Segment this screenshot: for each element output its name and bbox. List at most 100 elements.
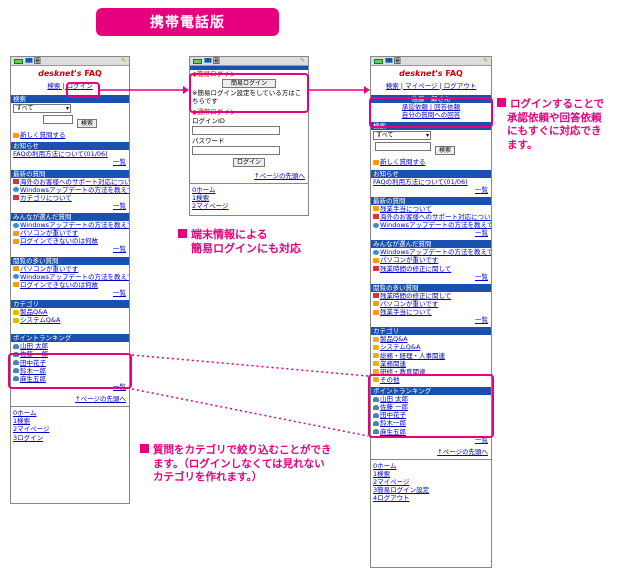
section-popular: みんなが選んだ質問 — [371, 240, 491, 249]
more-link[interactable]: 一覧 — [113, 158, 126, 167]
list-item[interactable]: パソコンが重いです — [371, 256, 491, 264]
category-item[interactable]: 研修・教育関連 — [371, 368, 491, 376]
bullet-square-icon — [497, 98, 506, 107]
keyword-input[interactable] — [375, 142, 431, 152]
ranking-item[interactable]: 山田 太郎 — [11, 342, 129, 350]
category-item[interactable]: システムQ&A — [371, 343, 491, 351]
new-question-link[interactable]: 新しく質問する — [11, 131, 129, 139]
category-item[interactable]: 総務・経理・人事関連 — [371, 352, 491, 360]
category-select[interactable]: すべて — [13, 104, 71, 114]
footer-search[interactable]: 1検索 — [373, 470, 391, 478]
category-select[interactable]: すべて — [373, 131, 431, 141]
easy-login-button[interactable]: 簡易ログイン — [221, 79, 276, 89]
user-icon — [373, 412, 379, 418]
keyword-input[interactable] — [43, 115, 73, 125]
header-links: 検索 | ログイン — [47, 82, 93, 90]
ranking-item[interactable]: 麻生五郎 — [11, 375, 129, 383]
category-item[interactable]: システムQ&A — [11, 316, 129, 324]
footer-mypage[interactable]: 2マイページ — [192, 202, 229, 211]
link-search[interactable]: 検索 — [47, 82, 61, 90]
category-item[interactable]: 業務関連 — [371, 360, 491, 368]
list-item[interactable]: パソコンが重いです — [371, 300, 491, 308]
ranking-item[interactable]: 麻生五郎 — [371, 428, 491, 436]
footer-easy-login-setting[interactable]: 3簡易ログイン設定 — [373, 486, 430, 495]
page-top-link[interactable]: ↑ページの先頭へ — [437, 447, 488, 456]
user-icon — [13, 343, 19, 349]
search-button[interactable]: 検索 — [435, 146, 456, 156]
footer-mypage[interactable]: 2マイページ — [13, 425, 50, 434]
ranking-item[interactable]: 田中花子 — [371, 411, 491, 419]
footer-home[interactable]: 0ホーム — [373, 461, 397, 470]
link-approval[interactable]: 承認依頼 — [401, 103, 428, 112]
list-item[interactable]: Windowsアップデートの方法を教えて — [11, 221, 129, 229]
list-item[interactable]: FAQの利用方法について(01/06) — [13, 150, 108, 159]
section-frequent: 閲覧の多い質問 — [371, 283, 491, 292]
ranking-item[interactable]: 山田 太郎 — [371, 395, 491, 403]
list-item[interactable]: Windowsアップデートの方法を教えて — [11, 273, 129, 281]
footer-logout[interactable]: 4ログアウト — [373, 494, 410, 503]
more-link[interactable]: 一覧 — [475, 435, 488, 444]
footer-search[interactable]: 1検索 — [192, 194, 210, 202]
link-mypage[interactable]: マイページ — [405, 82, 438, 90]
more-link[interactable]: 一覧 — [475, 316, 488, 325]
list-item[interactable]: パソコンが重いです — [11, 229, 129, 237]
phone-screen-login: ▮▮▮圏 ✎ ◆簡易ログイン 簡易ログイン ※簡易ログイン設定をしている方はこち… — [189, 56, 309, 216]
link-search[interactable]: 検索 — [385, 82, 399, 90]
footer-home[interactable]: 0ホーム — [13, 409, 37, 418]
link-logout[interactable]: ログアウト — [443, 82, 477, 90]
more-link[interactable]: 一覧 — [475, 272, 488, 281]
list-item[interactable]: 残業手当について — [371, 205, 491, 213]
list-item[interactable]: 海外のお客様へのサポート対応について — [371, 213, 491, 221]
login-button[interactable]: ログイン — [232, 157, 265, 167]
status-label: 圏 — [33, 56, 41, 65]
list-item[interactable]: FAQの利用方法について(01/06) — [373, 177, 468, 186]
more-link[interactable]: 一覧 — [113, 201, 126, 210]
ranking-item[interactable]: 佐藤 一郎 — [371, 403, 491, 411]
category-item[interactable]: 製品Q&A — [371, 335, 491, 343]
list-item[interactable]: パソコンが重いです — [11, 265, 129, 273]
ranking-item[interactable]: 鈴木一郎 — [11, 367, 129, 375]
list-item[interactable]: ログインできないのは何故 — [11, 237, 129, 245]
list-item[interactable]: Windowsアップデートの方法を教えて — [371, 248, 491, 256]
ranking-item[interactable]: 鈴木一郎 — [371, 419, 491, 427]
section-point: ポイントランキング — [11, 334, 129, 343]
bullet-square-icon — [178, 229, 187, 238]
section-category: カテゴリ — [371, 327, 491, 336]
user-icon — [373, 396, 379, 402]
list-item[interactable]: ログインできないのは何故 — [11, 281, 129, 289]
link-answer-request[interactable]: 回答依頼 — [434, 103, 461, 112]
footer-home[interactable]: 0ホーム — [192, 185, 216, 194]
footer-mypage[interactable]: 2マイページ — [373, 478, 410, 487]
category-item[interactable]: その他 — [371, 376, 491, 384]
more-link[interactable]: 一覧 — [113, 245, 126, 254]
list-item[interactable]: 残業時間の修正に関して — [371, 292, 491, 300]
footer-search[interactable]: 1検索 — [13, 417, 31, 426]
link-login[interactable]: ログイン — [66, 82, 93, 90]
list-item[interactable]: カテゴリについて — [11, 194, 129, 202]
more-link[interactable]: 一覧 — [113, 382, 126, 391]
search-button[interactable]: 検索 — [77, 119, 98, 129]
more-link[interactable]: 一覧 — [113, 288, 126, 297]
list-item[interactable]: 残業時間の修正に関して — [371, 265, 491, 273]
ranking-item[interactable]: 田中花子 — [11, 359, 129, 367]
password-input[interactable] — [192, 145, 280, 155]
list-item[interactable]: Windowsアップデートの方法を教えて — [11, 186, 129, 194]
user-icon — [373, 404, 379, 410]
more-link[interactable]: 一覧 — [475, 185, 488, 194]
list-item[interactable]: Windowsアップデートの方法を教えて — [371, 221, 491, 229]
folder-icon — [373, 353, 379, 358]
page-top-link[interactable]: ↑ページの先頭へ — [254, 171, 305, 180]
page-top-link[interactable]: ↑ページの先頭へ — [75, 395, 126, 403]
login-id-input[interactable] — [192, 125, 280, 135]
new-question-link[interactable]: 新しく質問する — [371, 158, 491, 166]
list-item[interactable]: 残業手当について — [371, 308, 491, 316]
folder-icon — [373, 361, 379, 367]
more-link[interactable]: 一覧 — [475, 229, 488, 238]
footer-login[interactable]: 3ログイン — [13, 433, 44, 442]
question-icon — [373, 206, 379, 212]
folder-icon — [13, 309, 19, 315]
link-my-answers[interactable]: 自分の質問への回答 — [401, 111, 461, 120]
list-item[interactable]: 海外のお客様へのサポート対応について — [11, 178, 129, 186]
category-item[interactable]: 製品Q&A — [11, 308, 129, 316]
footer-menu: 0ホーム 1検索 2マイページ 3ログイン — [11, 406, 129, 442]
